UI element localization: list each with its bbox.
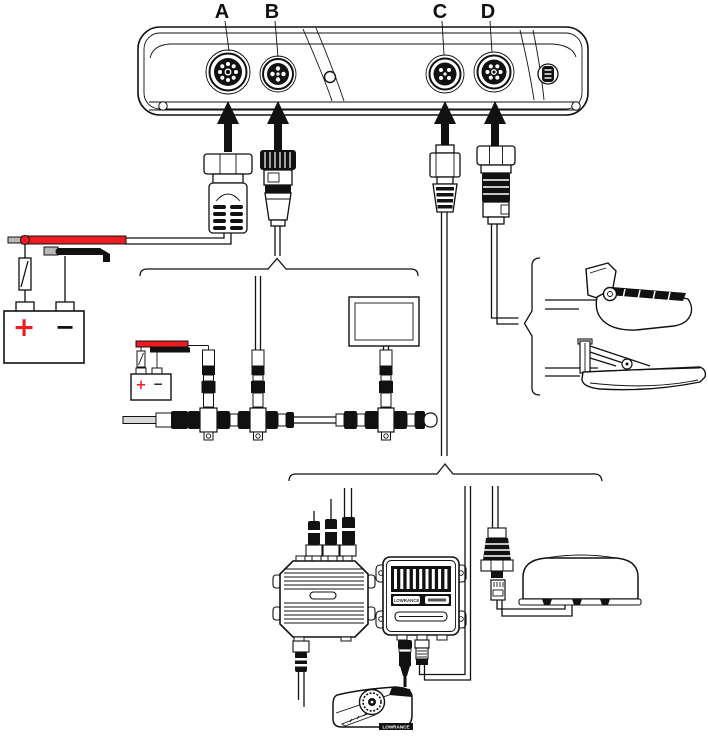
module-bottom-connector	[292, 640, 310, 707]
card-slot-connector	[537, 63, 559, 85]
t-connector-2	[249, 407, 267, 433]
radar-dome	[518, 554, 642, 606]
terminator-right	[423, 412, 438, 428]
module-handle	[309, 591, 337, 600]
red-wire-tip	[7, 236, 23, 244]
network-display-device	[348, 296, 420, 347]
port-label-d: D	[481, 1, 495, 23]
radar-interface-connector	[480, 527, 573, 617]
totalscan-transducer: LOWRANCE	[332, 686, 413, 730]
device-inner-line	[143, 32, 583, 110]
sonar-module	[272, 488, 376, 707]
drop-connector	[251, 349, 265, 408]
network-battery-negative: −	[153, 377, 163, 391]
arrow-up-a	[217, 101, 239, 152]
port-b-socket	[259, 55, 297, 93]
ethernet-plug	[414, 486, 472, 681]
network-negative-wire	[150, 347, 190, 353]
ethernet-devices-brace	[288, 462, 603, 482]
transducer-label-plate	[379, 723, 413, 730]
battery-body	[3, 310, 85, 364]
module-to-display-wire	[418, 486, 466, 676]
transducer-brand-label: LOWRANCE	[382, 724, 409, 729]
panel-swoosh	[532, 29, 545, 101]
nmea2000-network: + −	[122, 276, 438, 441]
cable-boot	[389, 687, 412, 697]
wire-junction-dot	[20, 235, 30, 245]
display-unit-rear-panel	[137, 26, 589, 116]
panel-swoosh	[519, 29, 535, 101]
drop-connector	[201, 349, 216, 408]
network-battery-positive: +	[136, 378, 147, 393]
paddle-slot	[341, 711, 376, 727]
heatsink-fins	[284, 568, 364, 624]
arrow-up-d	[484, 101, 506, 152]
wire-junction-dot	[55, 248, 63, 255]
battery-negative-symbol: −	[55, 313, 75, 341]
transducer-wire	[496, 224, 519, 325]
skimmer-pivot	[602, 286, 618, 302]
label-leader-b	[274, 20, 279, 58]
positive-wire-red	[21, 235, 127, 245]
bracket-screw	[158, 101, 168, 111]
module-brand-label: LOWRANCE	[394, 598, 420, 603]
port-labels: A B C D	[215, 1, 495, 58]
power-wire-outline	[124, 233, 225, 239]
nmea2000-cable-connector	[260, 150, 296, 256]
module-to-display-wire	[423, 486, 472, 681]
radar-dome-body	[522, 557, 639, 600]
structurescan-transducer-side	[545, 338, 707, 391]
structurescan-hull	[581, 366, 707, 391]
panel-edge	[149, 43, 577, 59]
label-leader-c	[441, 20, 445, 56]
panel-swoosh	[315, 27, 345, 102]
power-cable-connector	[124, 153, 253, 245]
transducer-cable-connector	[477, 146, 519, 325]
port-label-c: C	[433, 1, 447, 23]
port-label-a: A	[215, 1, 229, 23]
bracket-screw	[571, 101, 581, 111]
fuse-element	[20, 260, 29, 288]
model-label-mark	[428, 598, 446, 602]
ethernet-cable-connector	[429, 144, 461, 456]
negative-wire-black	[58, 248, 110, 262]
transducer-wire	[490, 224, 519, 319]
t-connector-3	[377, 407, 395, 433]
skimmer-transducer	[545, 262, 693, 331]
port-label-b: B	[265, 1, 279, 23]
main-battery: + −	[3, 301, 85, 364]
label-leader-a	[224, 20, 230, 52]
label-leader-d	[489, 20, 493, 53]
t-drop-connectors	[201, 349, 393, 408]
network-battery	[130, 373, 172, 401]
plug-in-arrows	[217, 101, 506, 152]
brand-label-plate	[393, 596, 420, 604]
terminator-left	[155, 412, 173, 428]
nmea-network-brace	[139, 257, 419, 277]
skimmer-ratchet	[609, 287, 686, 301]
arrow-up-b	[267, 101, 289, 152]
panel-hole	[323, 70, 337, 84]
transducer-plug	[398, 640, 412, 687]
port-c-socket	[425, 54, 465, 94]
main-power-circuit: + −	[3, 235, 127, 364]
module-top-connectors	[305, 517, 357, 557]
nmea-backbone	[122, 407, 438, 441]
network-power-feed: + −	[130, 340, 209, 401]
arrow-up-c	[434, 101, 456, 152]
battery-positive-symbol: +	[13, 312, 36, 343]
port-d-socket	[473, 51, 515, 93]
radar-cable	[501, 600, 573, 617]
t-connector-1	[199, 407, 218, 433]
drop-connector	[379, 349, 393, 408]
structurescan-module: LOWRANCE	[375, 486, 472, 687]
network-positive-wire	[135, 340, 189, 348]
transducer-options-brace	[523, 257, 541, 396]
device-outline	[137, 26, 589, 116]
power-wire-outline	[124, 233, 232, 245]
backbone-cable	[122, 416, 159, 424]
panel-swoosh	[302, 28, 333, 102]
port-a-socket	[205, 49, 251, 95]
